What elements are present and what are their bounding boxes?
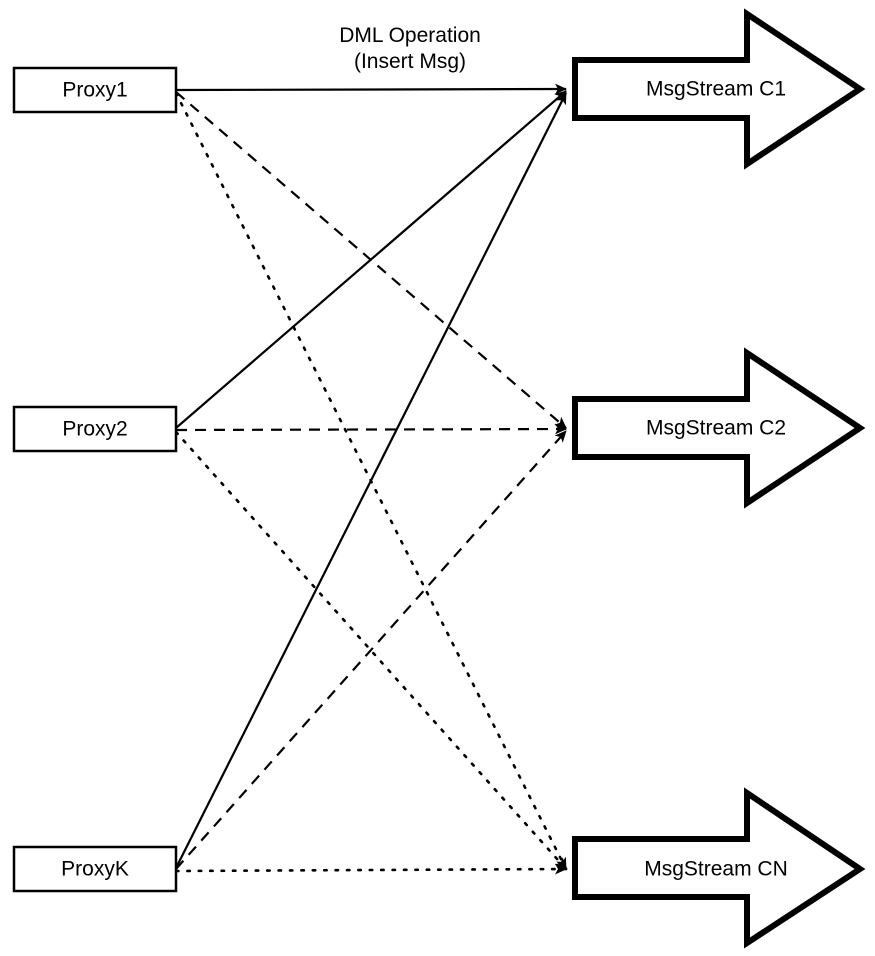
msgstream-node-c2[interactable]: MsgStream C2 xyxy=(572,347,866,509)
link-proxy2-to-stream-c1[interactable] xyxy=(175,90,567,429)
proxy-node-proxy2[interactable]: Proxy2 xyxy=(12,405,178,453)
edge-label-dml-operation: DML Operation (Insert Msg) xyxy=(339,24,481,73)
link-proxy2-to-stream-c2[interactable] xyxy=(175,423,567,435)
proxyk-box[interactable] xyxy=(12,845,178,893)
proxy1-label: Proxy1 xyxy=(62,79,127,102)
edge-layer xyxy=(174,83,568,875)
proxy-node-proxyk[interactable]: ProxyK xyxy=(12,845,178,893)
proxy1-box[interactable] xyxy=(12,66,178,114)
edge-label-line-2: (Insert Msg) xyxy=(354,50,466,73)
link-proxy1-to-stream-c1[interactable] xyxy=(175,83,567,95)
proxy-node-proxy1[interactable]: Proxy1 xyxy=(12,66,178,114)
proxy2-box[interactable] xyxy=(12,405,178,453)
link-proxyk-to-stream-c1[interactable] xyxy=(175,92,567,869)
msgstream-cn-label: MsgStream CN xyxy=(644,858,788,881)
msgstream-c1-arrow-shape[interactable] xyxy=(572,8,866,170)
msgstream-node-cn[interactable]: MsgStream CN xyxy=(572,787,866,949)
msgstream-cn-arrow-shape[interactable] xyxy=(572,787,866,949)
proxy2-label: Proxy2 xyxy=(62,418,127,441)
msgstream-c1-label: MsgStream C1 xyxy=(646,78,786,101)
msgstream-c2-label: MsgStream C2 xyxy=(646,417,786,440)
msgstream-node-c1[interactable]: MsgStream C1 xyxy=(572,8,866,170)
link-proxyk-to-stream-c2[interactable] xyxy=(175,430,567,870)
link-proxyk-to-stream-cn[interactable] xyxy=(174,863,568,875)
msgstream-c2-arrow-shape[interactable] xyxy=(572,347,866,509)
proxyk-label: ProxyK xyxy=(61,858,129,881)
edge-label-line-1: DML Operation xyxy=(339,24,481,47)
